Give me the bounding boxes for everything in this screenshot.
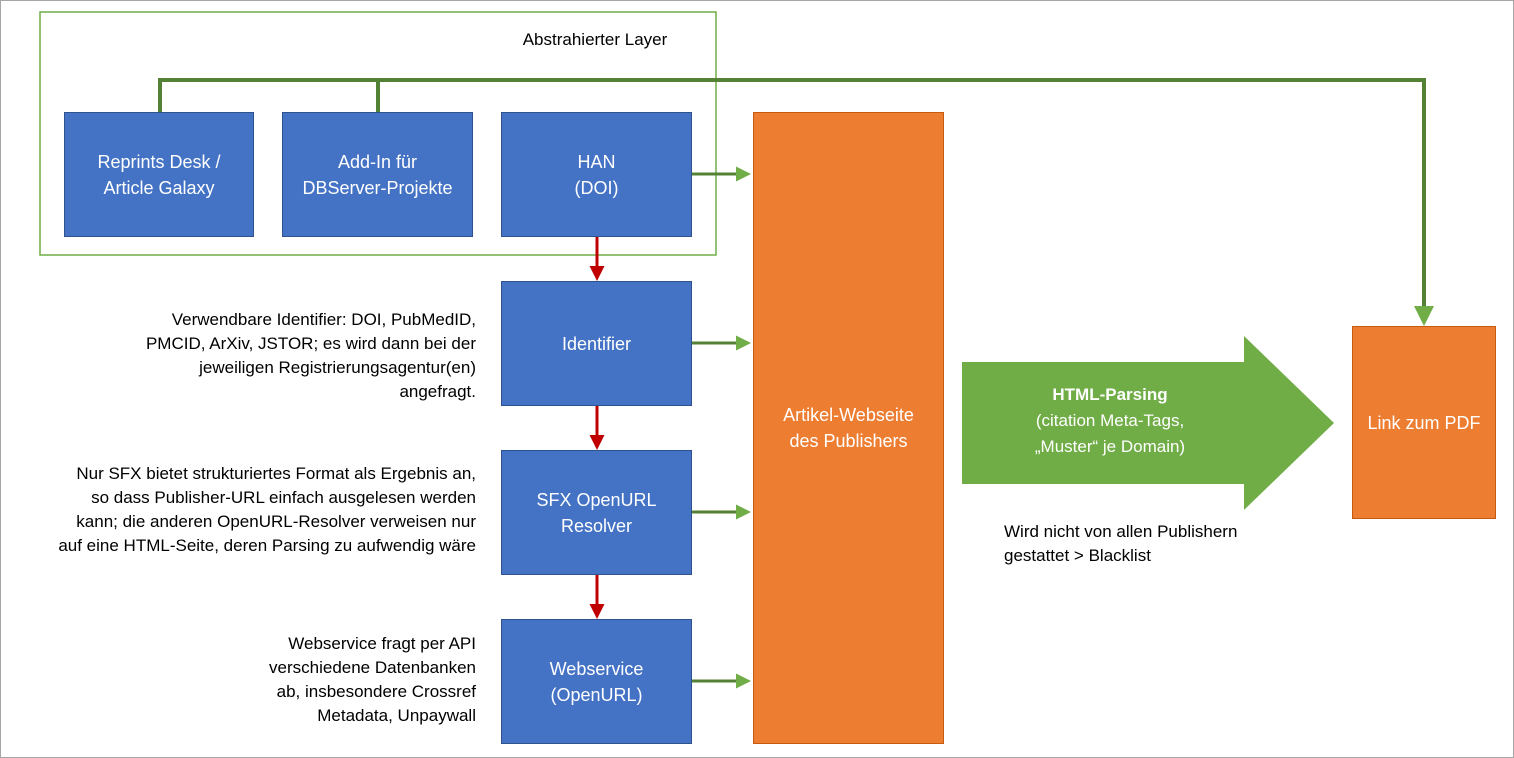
- blacklist-note: Wird nicht von allen Publishern gestatte…: [1004, 522, 1238, 565]
- abstract-layer-title: Abstrahierter Layer: [522, 30, 668, 49]
- html-parsing-label: HTML-Parsing (citation Meta-Tags, „Muste…: [965, 382, 1255, 460]
- html-parsing-arrow: [962, 336, 1334, 510]
- identifier-note: Verwendbare Identifier: DOI, PubMedID, P…: [145, 310, 476, 401]
- html-parsing-title: HTML-Parsing: [1052, 385, 1168, 404]
- sfx-note: Nur SFX bietet strukturiertes Format als…: [58, 464, 476, 555]
- connector-bus-to-pdf: [158, 78, 1434, 326]
- webservice-box: Webservice (OpenURL): [501, 619, 692, 744]
- webservice-note: Webservice fragt per API verschiedene Da…: [269, 634, 476, 725]
- html-parsing-subtitle: (citation Meta-Tags, „Muster“ je Domain): [1034, 411, 1186, 456]
- reprints-desk-box: Reprints Desk / Article Galaxy: [64, 112, 254, 237]
- han-box: HAN (DOI): [501, 112, 692, 237]
- identifier-box: Identifier: [501, 281, 692, 406]
- abstract-layer-border: [39, 11, 717, 256]
- pdf-link-box: Link zum PDF: [1352, 326, 1496, 519]
- publisher-page-box: Artikel-Webseite des Publishers: [753, 112, 944, 744]
- sfx-resolver-box: SFX OpenURL Resolver: [501, 450, 692, 575]
- addin-box: Add-In für DBServer-Projekte: [282, 112, 473, 237]
